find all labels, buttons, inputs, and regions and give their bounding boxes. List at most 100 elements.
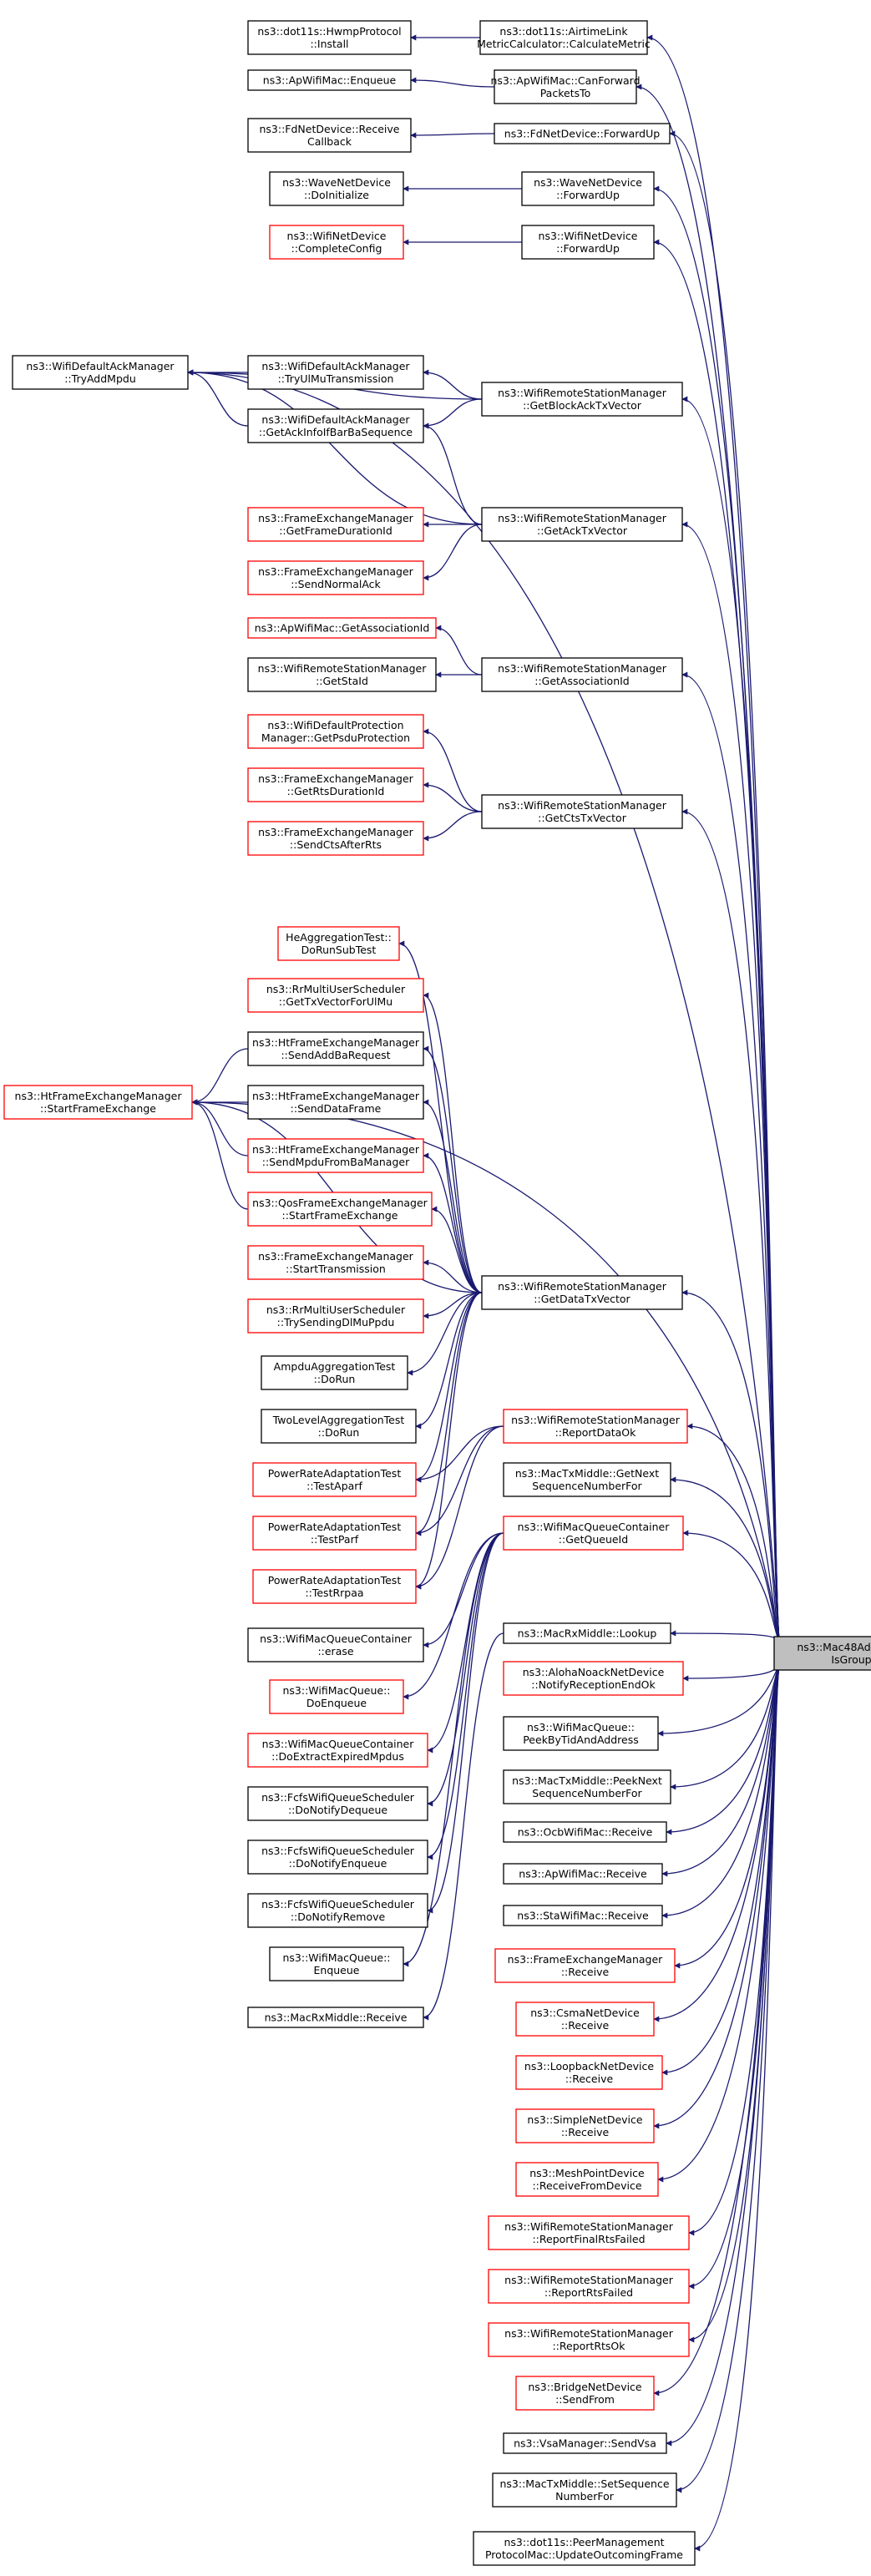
node-apReceive[interactable]: ns3::ApWifiMac::Receive (503, 1863, 663, 1885)
node-femSendCts[interactable]: ns3::FrameExchangeManager::SendCtsAfterR… (247, 821, 424, 856)
node-wmqEnqueue[interactable]: ns3::WifiMacQueue::Enqueue (269, 1946, 404, 1981)
node-femGetFrameDur[interactable]: ns3::FrameExchangeManager::GetFrameDurat… (247, 507, 424, 542)
node-airtime[interactable]: ns3::dot11s::AirtimeLinkMetricCalculator… (477, 20, 651, 55)
node-getCtsTx[interactable]: ns3::WifiRemoteStationManager::GetCtsTxV… (481, 794, 683, 829)
edge-wmqPeekByTid-to-target (657, 1666, 780, 1737)
node-wrsmGetAssoc[interactable]: ns3::WifiRemoteStationManager::GetAssoci… (481, 657, 683, 692)
node-label: ns3::VsaManager::SendVsa (514, 2437, 656, 2450)
node-label: ::DoNotifyDequeue (288, 1804, 387, 1816)
node-label: ::StartFrameExchange (40, 1102, 156, 1115)
node-label: ns3::Mac48Address:: (797, 1641, 871, 1653)
node-label: ::ForwardUp (556, 242, 620, 255)
node-wifiForwardUp[interactable]: ns3::WifiNetDevice::ForwardUp (521, 225, 655, 260)
node-vsaSend[interactable]: ns3::VsaManager::SendVsa (503, 2432, 667, 2454)
node-fdForwardUp[interactable]: ns3::FdNetDevice::ForwardUp (494, 123, 671, 144)
node-meshRecvFrom[interactable]: ns3::MeshPointDevice::ReceiveFromDevice (515, 2162, 659, 2197)
node-label: ::DoInitialize (304, 189, 369, 201)
node-getAckTx[interactable]: ns3::WifiRemoteStationManager::GetAckTxV… (481, 507, 683, 542)
node-htStartFrame[interactable]: ns3::HtFrameExchangeManager::StartFrameE… (3, 1085, 193, 1120)
node-wmqDoEnqueue[interactable]: ns3::WifiMacQueue::DoEnqueue (269, 1679, 404, 1714)
node-wrsmGetStaId[interactable]: ns3::WifiRemoteStationManager::GetStaId (247, 657, 437, 692)
node-htSendAddBa[interactable]: ns3::HtFrameExchangeManager::SendAddBaRe… (247, 1031, 424, 1066)
node-label: ns3::FrameExchangeManager (258, 512, 413, 524)
node-htSendData[interactable]: ns3::HtFrameExchangeManager::SendDataFra… (247, 1085, 424, 1120)
node-apGetAssoc[interactable]: ns3::ApWifiMac::GetAssociationId (247, 617, 437, 639)
edge-tryAddMpdu-to-target (187, 369, 780, 1641)
node-fcfsNotifyRemove[interactable]: ns3::FcfsWifiQueueScheduler::DoNotifyRem… (247, 1893, 428, 1928)
node-csmaReceive[interactable]: ns3::CsmaNetDevice::Receive (515, 2002, 655, 2037)
node-praTestAparf[interactable]: PowerRateAdaptationTest::TestAparf (252, 1462, 417, 1497)
node-simpleReceive[interactable]: ns3::SimpleNetDevice::Receive (515, 2108, 655, 2143)
node-box (247, 657, 437, 692)
node-label: ns3::ApWifiMac::Receive (519, 1868, 647, 1880)
node-hwmpInstall[interactable]: ns3::dot11s::HwmpProtocol::Install (247, 20, 412, 55)
node-wmqcErase[interactable]: ns3::WifiMacQueueContainer::erase (247, 1627, 424, 1663)
node-waveInit[interactable]: ns3::WaveNetDevice::DoInitialize (269, 171, 404, 206)
edge-macRxLookup-to-target (670, 1630, 780, 1641)
node-getBlockAck[interactable]: ns3::WifiRemoteStationManager::GetBlockA… (481, 382, 683, 417)
node-box (247, 1840, 428, 1875)
node-ampduTest[interactable]: AmpduAggregationTest::DoRun (261, 1355, 408, 1390)
node-label: ::StartFrameExchange (282, 1209, 398, 1222)
node-getAckInfo[interactable]: ns3::WifiDefaultAckManager::GetAckInfoIf… (247, 408, 424, 443)
node-wmqcDoExtract[interactable]: ns3::WifiMacQueueContainer::DoExtractExp… (247, 1733, 428, 1768)
node-femReceive[interactable]: ns3::FrameExchangeManager::Receive (494, 1948, 676, 1983)
node-femSendNormalAck[interactable]: ns3::FrameExchangeManager::SendNormalAck (247, 560, 424, 595)
node-rrTrySending[interactable]: ns3::RrMultiUserScheduler::TrySendingDlM… (247, 1298, 424, 1334)
edge-femSendNormalAck-to-getAckTx (423, 524, 483, 581)
node-femGetRtsDur[interactable]: ns3::FrameExchangeManager::GetRtsDuratio… (247, 767, 424, 802)
node-wmqPeekByTid[interactable]: ns3::WifiMacQueue::PeekByTidAndAddress (503, 1716, 659, 1751)
node-fcfsNotifyEnqueue[interactable]: ns3::FcfsWifiQueueScheduler::DoNotifyEnq… (247, 1840, 428, 1875)
node-psduProt[interactable]: ns3::WifiDefaultProtectionManager::GetPs… (247, 714, 424, 749)
node-bridgeSendFrom[interactable]: ns3::BridgeNetDevice::SendFrom (515, 2376, 655, 2411)
node-twoLevelTest[interactable]: TwoLevelAggregationTest::DoRun (261, 1409, 417, 1444)
node-macRxLookup[interactable]: ns3::MacRxMiddle::Lookup (503, 1622, 671, 1644)
node-wmqcGetQueueId[interactable]: ns3::WifiMacQueueContainer::GetQueueId (503, 1516, 684, 1551)
edge-getCtsTx-to-target (681, 808, 780, 1641)
node-qosStartFrame[interactable]: ns3::QosFrameExchangeManager::StartFrame… (247, 1192, 433, 1227)
node-label: ns3::CsmaNetDevice (530, 2007, 640, 2019)
node-loopbackReceive[interactable]: ns3::LoopbackNetDevice::Receive (515, 2055, 663, 2090)
node-ocbReceive[interactable]: ns3::OcbWifiMac::Receive (503, 1821, 667, 1843)
node-getDataTx[interactable]: ns3::WifiRemoteStationManager::GetDataTx… (481, 1275, 683, 1310)
node-box (503, 1716, 659, 1751)
node-label: ns3::dot11s::PeerManagement (504, 2536, 664, 2548)
node-heAggTest[interactable]: HeAggregationTest::DoRunSubTest (277, 926, 400, 961)
node-rrGetTxVec[interactable]: ns3::RrMultiUserScheduler::GetTxVectorFo… (247, 978, 424, 1013)
node-label: ::GetAckInfoIfBarBaSequence (259, 426, 413, 438)
node-tryAddMpdu[interactable]: ns3::WifiDefaultAckManager::TryAddMpdu (12, 355, 189, 390)
node-macTxGetNext[interactable]: ns3::MacTxMiddle::GetNextSequenceNumberF… (503, 1462, 671, 1497)
node-praTestParf[interactable]: PowerRateAdaptationTest::TestParf (252, 1516, 417, 1551)
node-waveForwardUp[interactable]: ns3::WaveNetDevice::ForwardUp (521, 171, 655, 206)
node-alohaNotify[interactable]: ns3::AlohaNoackNetDevice::NotifyReceptio… (503, 1661, 684, 1696)
node-label: ns3::FcfsWifiQueueScheduler (261, 1845, 415, 1857)
edge-praTestParf-to-wrsmReportDataOk (415, 1425, 504, 1536)
node-fcfsNotifyDequeue[interactable]: ns3::FcfsWifiQueueScheduler::DoNotifyDeq… (247, 1786, 428, 1821)
edge-fcfsNotifyDequeue-to-wmqcGetQueueId (427, 1532, 504, 1807)
node-apEnqueue[interactable]: ns3::ApWifiMac::Enqueue (247, 69, 412, 91)
node-staReceive[interactable]: ns3::StaWifiMac::Receive (503, 1905, 663, 1926)
node-target[interactable]: ns3::Mac48Address::IsGroup (773, 1636, 871, 1671)
node-label: ns3::MacTxMiddle::SetSequence (499, 2477, 669, 2490)
node-box (247, 1627, 424, 1663)
node-wrsmReportDataOk[interactable]: ns3::WifiRemoteStationManager::ReportDat… (503, 1409, 688, 1444)
node-label: ns3::StaWifiMac::Receive (517, 1910, 649, 1922)
node-peerMgmt[interactable]: ns3::dot11s::PeerManagementProtocolMac::… (473, 2531, 696, 2566)
node-label: ::GetTxVectorForUlMu (279, 995, 392, 1008)
node-wrsmReportRtsFailed[interactable]: ns3::WifiRemoteStationManager::ReportRts… (488, 2269, 690, 2304)
node-macTxPeekNext[interactable]: ns3::MacTxMiddle::PeekNextSequenceNumber… (503, 1769, 671, 1804)
node-label: ns3::WifiRemoteStationManager (498, 662, 667, 675)
node-tryUlMu[interactable]: ns3::WifiDefaultAckManager::TryUlMuTrans… (247, 355, 424, 390)
node-htSendMpdu[interactable]: ns3::HtFrameExchangeManager::SendMpduFro… (247, 1138, 424, 1173)
node-wrsmReportFinalRts[interactable]: ns3::WifiRemoteStationManager::ReportFin… (488, 2215, 690, 2250)
node-label: ::DoExtractExpiredMpdus (271, 1750, 404, 1763)
node-femStartTx[interactable]: ns3::FrameExchangeManager::StartTransmis… (247, 1245, 424, 1280)
node-label: ::GetBlockAckTxVector (523, 399, 642, 412)
node-wifiCompleteConfig[interactable]: ns3::WifiNetDevice::CompleteConfig (269, 225, 404, 260)
node-wrsmReportRtsOk[interactable]: ns3::WifiRemoteStationManager::ReportRts… (488, 2322, 690, 2357)
node-macRxReceive[interactable]: ns3::MacRxMiddle::Receive (247, 2007, 424, 2028)
node-praTestRrpaa[interactable]: PowerRateAdaptationTest::TestRrpaa (252, 1569, 417, 1604)
